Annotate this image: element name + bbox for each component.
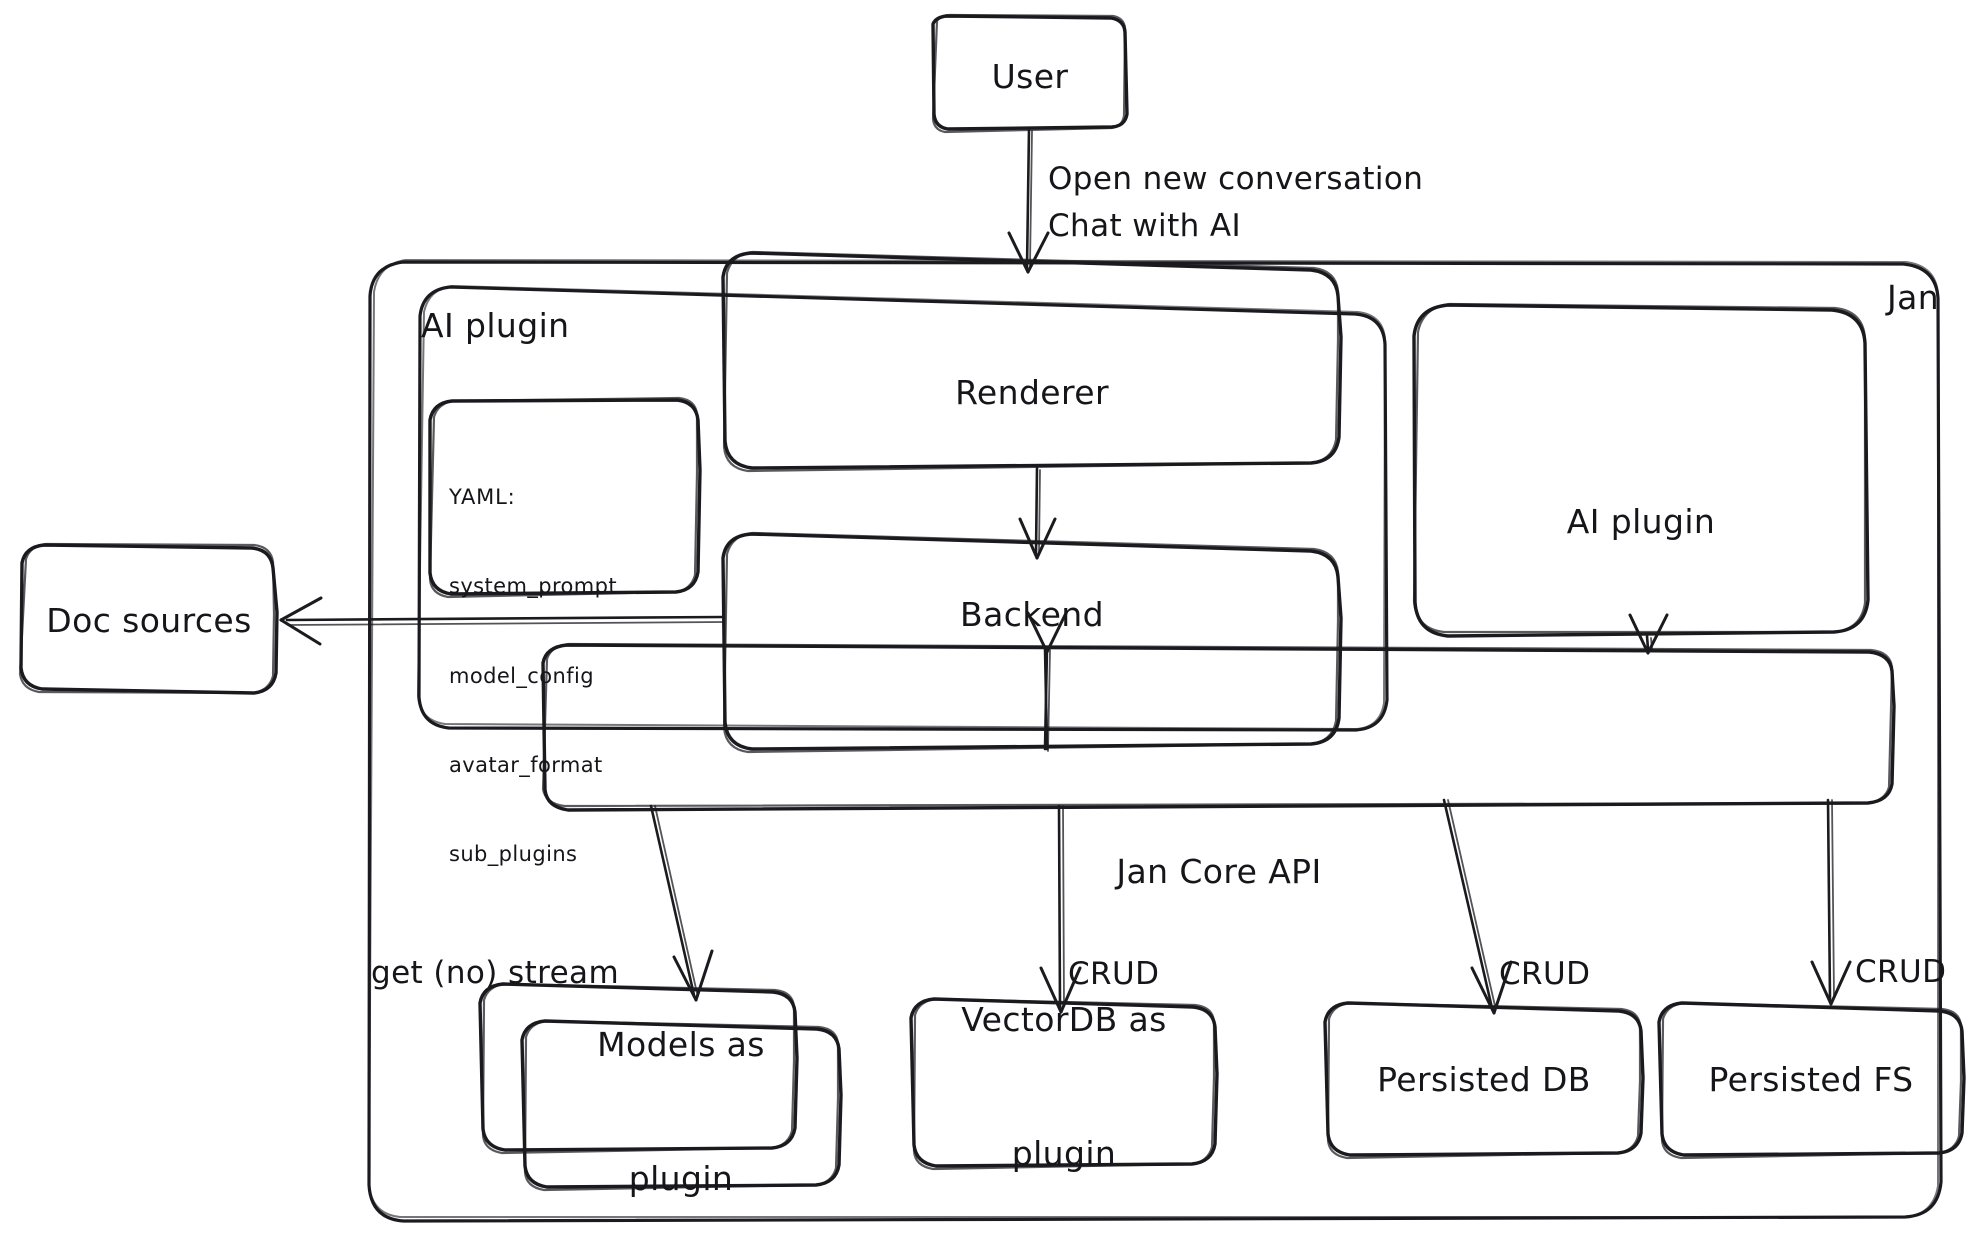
edge-core-to-persisted-fs <box>1810 798 1852 1006</box>
node-models-plugin[interactable] <box>478 982 843 1192</box>
node-jan-core-api[interactable] <box>541 642 1896 812</box>
group-ai-plugin[interactable] <box>417 285 1389 732</box>
node-persisted-db[interactable] <box>1323 1001 1645 1160</box>
node-backend[interactable] <box>721 531 1343 754</box>
edge-backend-to-doc-sources <box>279 596 726 646</box>
edge-renderer-to-backend <box>1018 466 1057 560</box>
node-user[interactable] <box>931 13 1129 134</box>
node-yaml-note[interactable] <box>428 396 702 599</box>
node-persisted-fs[interactable] <box>1657 1001 1966 1160</box>
edge-core-to-models <box>649 804 714 1002</box>
edge-core-to-vectordb <box>1039 804 1082 1014</box>
group-jan[interactable] <box>367 259 1943 1223</box>
edge-user-to-renderer <box>1007 127 1050 274</box>
node-vectordb-plugin[interactable] <box>909 997 1219 1171</box>
edge-core-to-persisted-db <box>1442 798 1513 1015</box>
node-renderer[interactable] <box>721 250 1343 473</box>
node-doc-sources[interactable] <box>18 542 279 695</box>
node-ai-plugin-right[interactable] <box>1412 302 1870 638</box>
edge-aiplugin-to-core <box>1628 613 1669 655</box>
edge-backend-to-core <box>1026 611 1068 752</box>
